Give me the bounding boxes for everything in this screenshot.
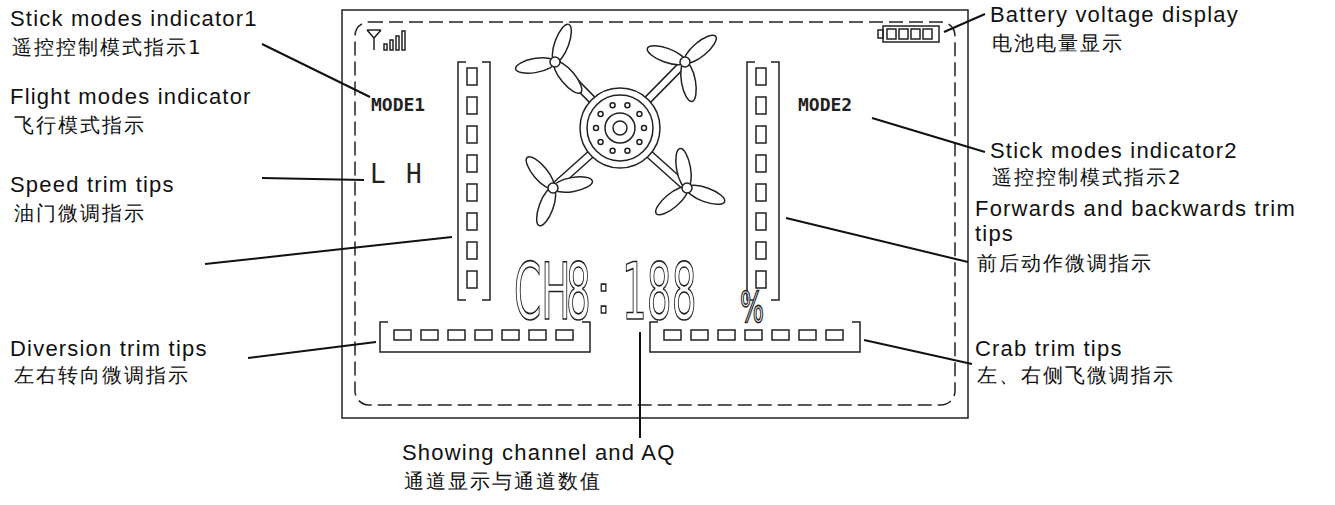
trim-segment	[756, 155, 766, 172]
lcd-flight-mode: H	[406, 160, 422, 190]
callout-label: Diversion trim tips	[10, 336, 208, 361]
lcd-colon: :	[596, 262, 611, 326]
trim-segment	[467, 126, 477, 143]
propeller-blade	[652, 183, 692, 219]
callout-label: Flight modes indicator	[10, 84, 252, 109]
drone-light	[637, 111, 642, 116]
drone-light	[598, 140, 603, 145]
callout-label: 前后动作微调指示	[977, 252, 1153, 275]
propeller-blade	[681, 31, 721, 67]
trim-segment	[394, 330, 411, 340]
callout-label: Forwards and backwards trim tips	[975, 196, 1305, 247]
drone-body	[613, 121, 627, 135]
trim-segment	[467, 213, 477, 230]
trim-segment	[772, 330, 789, 340]
signal-icon	[367, 30, 405, 50]
trim-segment	[756, 126, 766, 143]
trim-segment	[718, 330, 735, 340]
callout-label: Speed trim tips	[10, 172, 175, 197]
propeller-blade	[522, 153, 558, 193]
trim-segment	[826, 330, 843, 340]
drone-light	[610, 103, 615, 108]
callout-label: Showing channel and AQ	[402, 440, 675, 465]
trim-segment	[756, 213, 766, 230]
drone-body	[587, 95, 653, 161]
lcd-percent: %	[740, 284, 764, 332]
propeller-blade	[678, 61, 699, 103]
trim-segment	[756, 97, 766, 114]
trim-segment	[756, 184, 766, 201]
drone-light	[625, 103, 630, 108]
callout-label: 遥控控制模式指示2	[992, 166, 1183, 189]
trim-segment	[467, 184, 477, 201]
drone-icon	[514, 22, 727, 228]
rotor-hub	[682, 183, 692, 193]
drone-light	[642, 126, 647, 131]
trim-segment	[756, 68, 766, 85]
trim-segment	[467, 68, 477, 85]
trim-segment	[475, 330, 492, 340]
propeller-blade	[552, 174, 594, 195]
trim-segment	[467, 97, 477, 114]
propeller-blade	[550, 58, 586, 98]
drone-body	[580, 88, 660, 168]
callout-label: Crab trim tips	[975, 336, 1123, 361]
trim-segment	[467, 271, 477, 288]
trim-segment	[421, 330, 438, 340]
drone-light	[598, 111, 603, 116]
trim-segment	[448, 330, 465, 340]
rotor-hub	[680, 57, 690, 67]
drone-light	[625, 148, 630, 153]
lcd-window	[355, 22, 955, 405]
callout-label: 遥控控制模式指示1	[12, 36, 203, 59]
lcd-frame	[342, 10, 968, 418]
callout-label: 左右转向微调指示	[14, 364, 190, 387]
lcd-channel-text: CH	[514, 248, 571, 338]
lcd-channel-digit: 8	[566, 248, 591, 338]
drone-light	[637, 140, 642, 145]
callout-label: Stick modes indicator1	[10, 6, 258, 31]
callout-label: Stick modes indicator2	[990, 138, 1238, 163]
leader-lines	[205, 14, 985, 438]
lcd-flight-mode: L	[370, 160, 386, 190]
lcd-value-digits: 188	[622, 248, 696, 338]
rotor-hub	[550, 57, 560, 67]
drone-body	[605, 113, 635, 143]
lcd-mode-text: MODE2	[798, 95, 852, 116]
trim-segment	[467, 155, 477, 172]
trim-bars	[380, 62, 860, 352]
rotor-hub	[548, 183, 558, 193]
trim-segment	[756, 242, 766, 259]
callout-label: 飞行模式指示	[14, 114, 146, 137]
callout-label: 电池电量显示	[992, 32, 1124, 55]
drone-light	[610, 148, 615, 153]
drone-light	[594, 126, 599, 131]
callout-label: 通道显示与通道数值	[404, 470, 602, 493]
propeller-blade	[673, 147, 694, 189]
battery-icon	[878, 26, 939, 42]
trim-segment	[467, 242, 477, 259]
lcd-mode-text: MODE1	[371, 95, 425, 116]
callout-label: 油门微调指示	[14, 202, 146, 225]
trim-segment	[799, 330, 816, 340]
callout-label: 左、右侧飞微调指示	[977, 364, 1175, 387]
propeller-blade	[514, 55, 556, 76]
callout-label: Battery voltage display	[990, 2, 1239, 27]
